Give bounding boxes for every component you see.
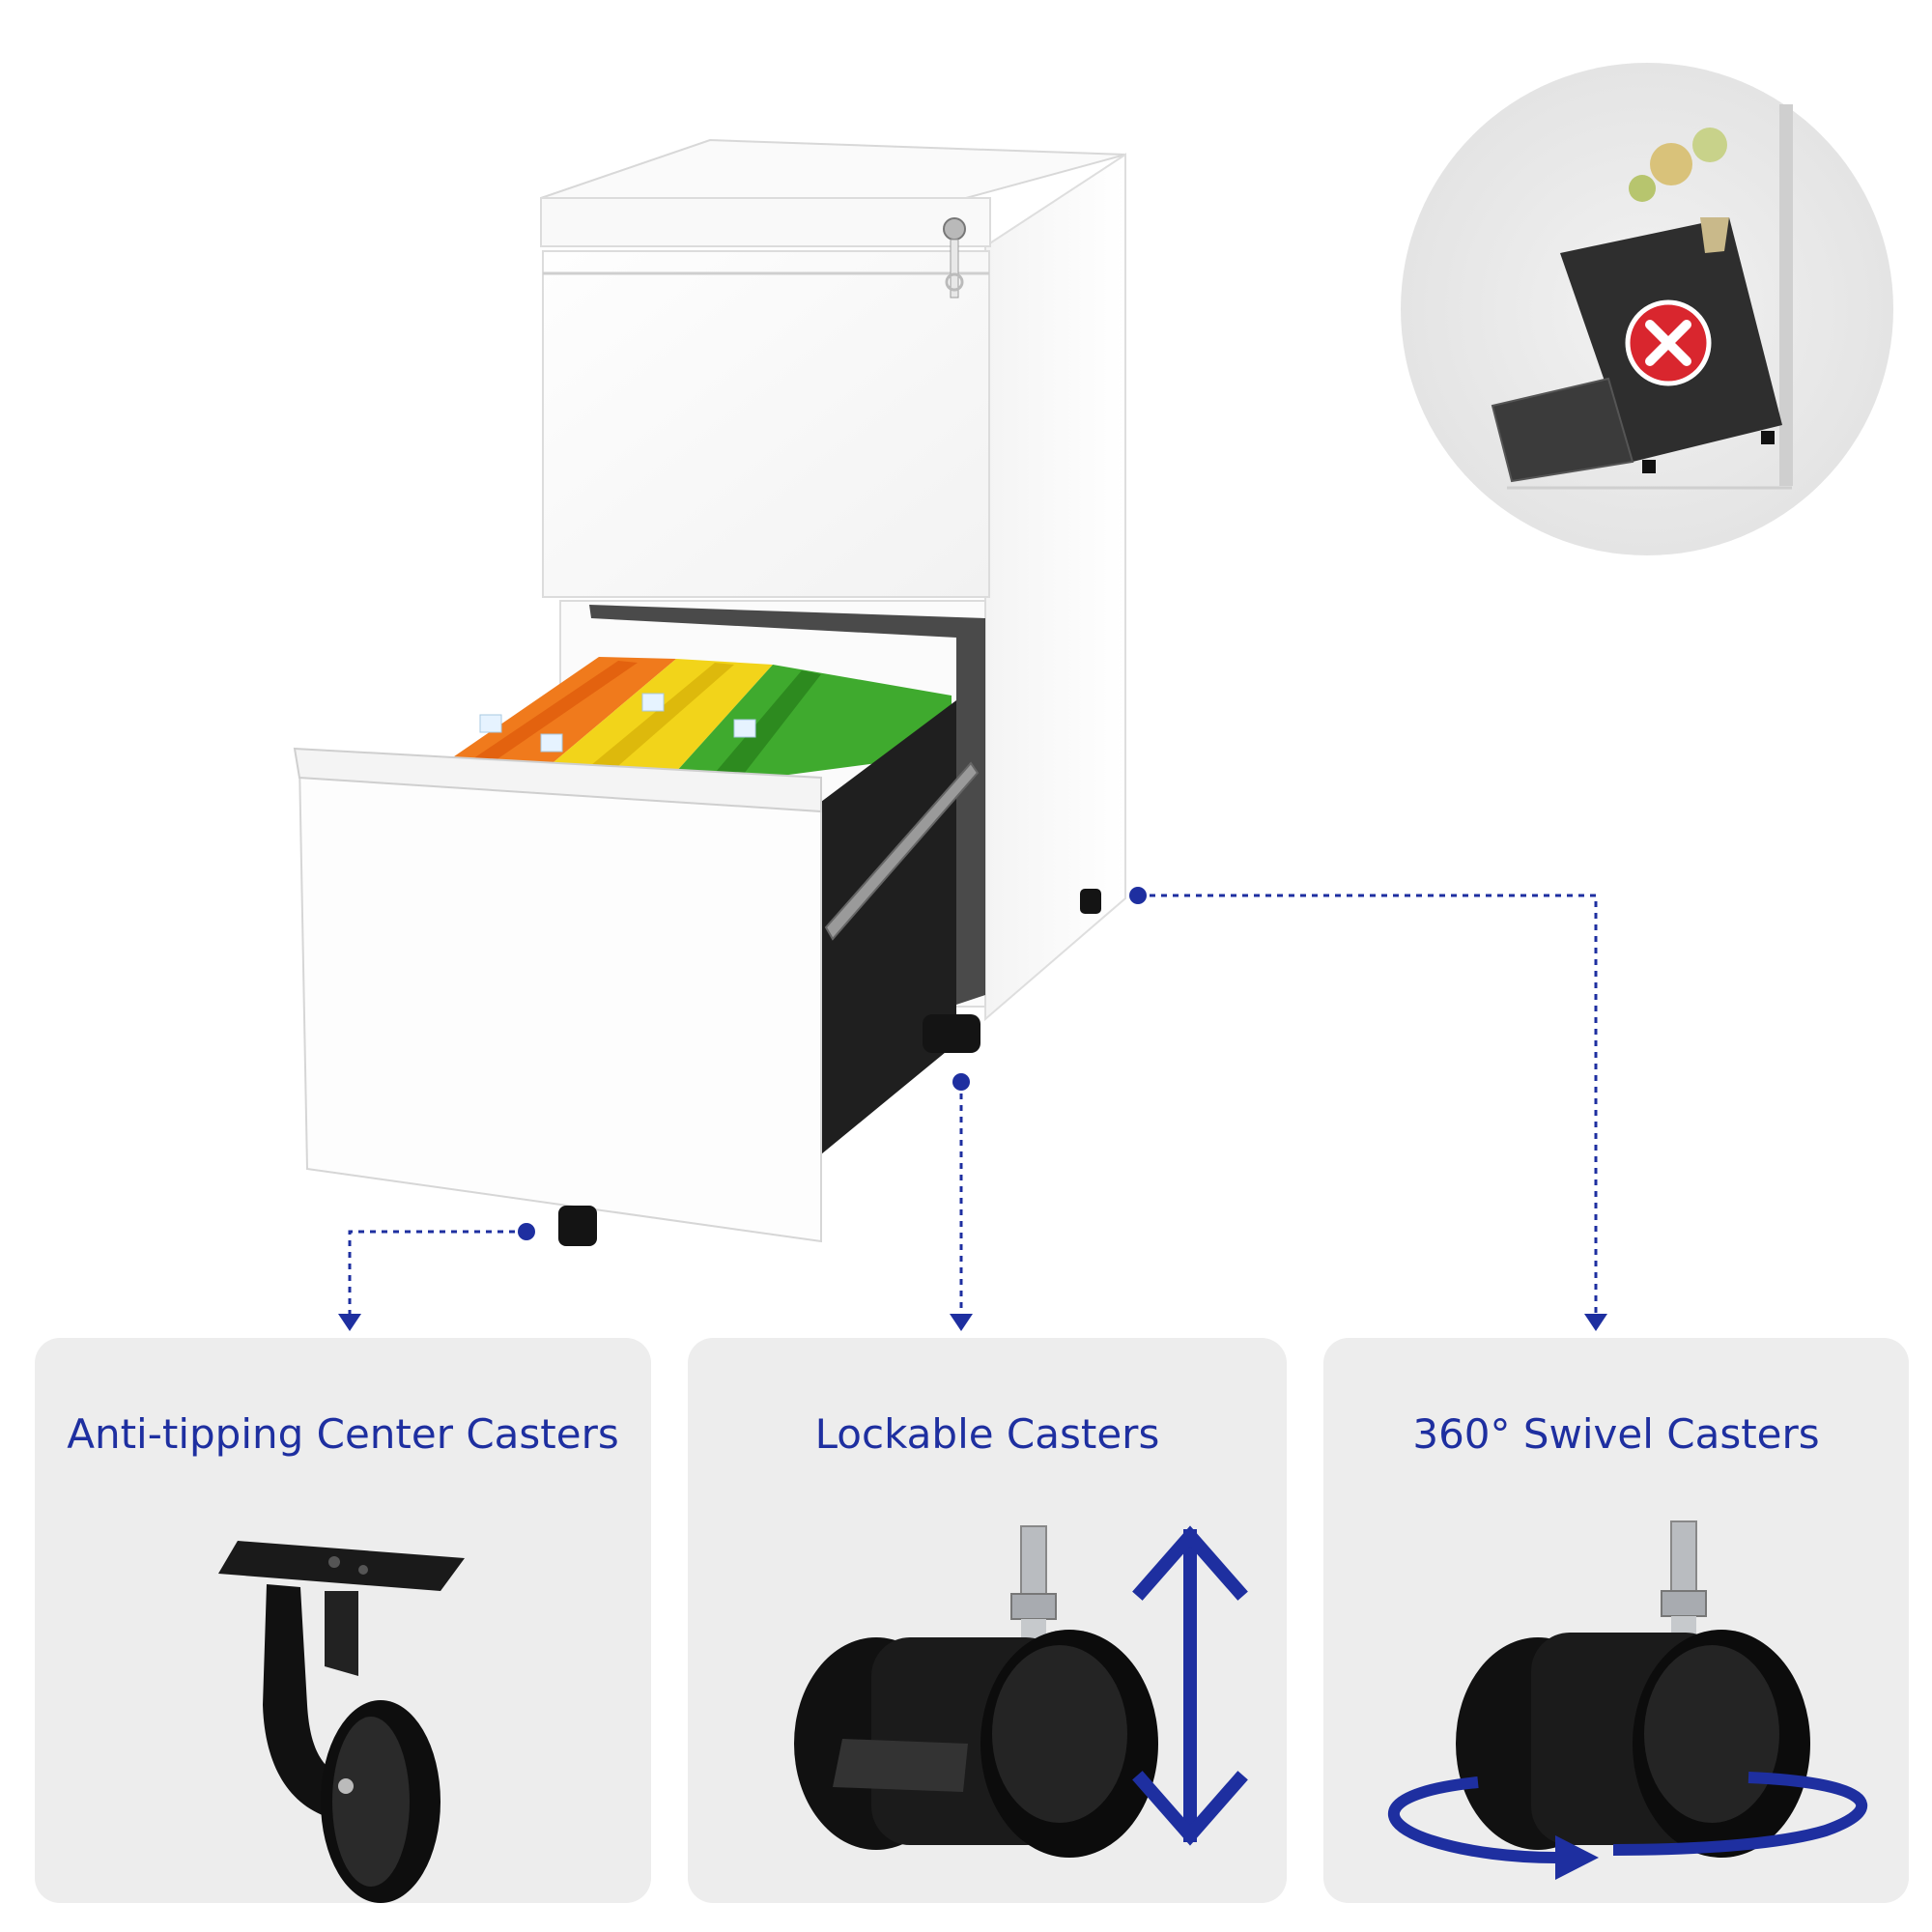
lockable-caster-icon (794, 1525, 1158, 1858)
prohibited-x-icon (1625, 299, 1712, 386)
feature-title-lockable: Lockable Casters (814, 1410, 1160, 1458)
feature-panel-swivel: 360° Swivel Casters (1323, 1338, 1909, 1903)
feature-title-anti-tipping: Anti-tipping Center Casters (67, 1410, 619, 1458)
open-drawer (293, 700, 980, 1243)
feature-title-swivel: 360° Swivel Casters (1412, 1410, 1820, 1458)
feature-panel-anti-tipping: Anti-tipping Center Casters (35, 1338, 651, 1903)
feature-panel-lockable: Lockable Casters (688, 1338, 1287, 1903)
anti-tip-caster-icon (218, 1541, 465, 1903)
up-down-arrow-icon (1132, 1525, 1248, 1846)
callout-lines (348, 894, 1598, 1314)
rotate-arrow-icon (1388, 1772, 1868, 1880)
hanging-folders (444, 657, 952, 786)
swivel-caster-icon (1456, 1520, 1810, 1858)
callout-dots (338, 887, 1607, 1331)
lock-key-icon (943, 217, 966, 298)
cabinet-casters (558, 889, 1101, 1246)
